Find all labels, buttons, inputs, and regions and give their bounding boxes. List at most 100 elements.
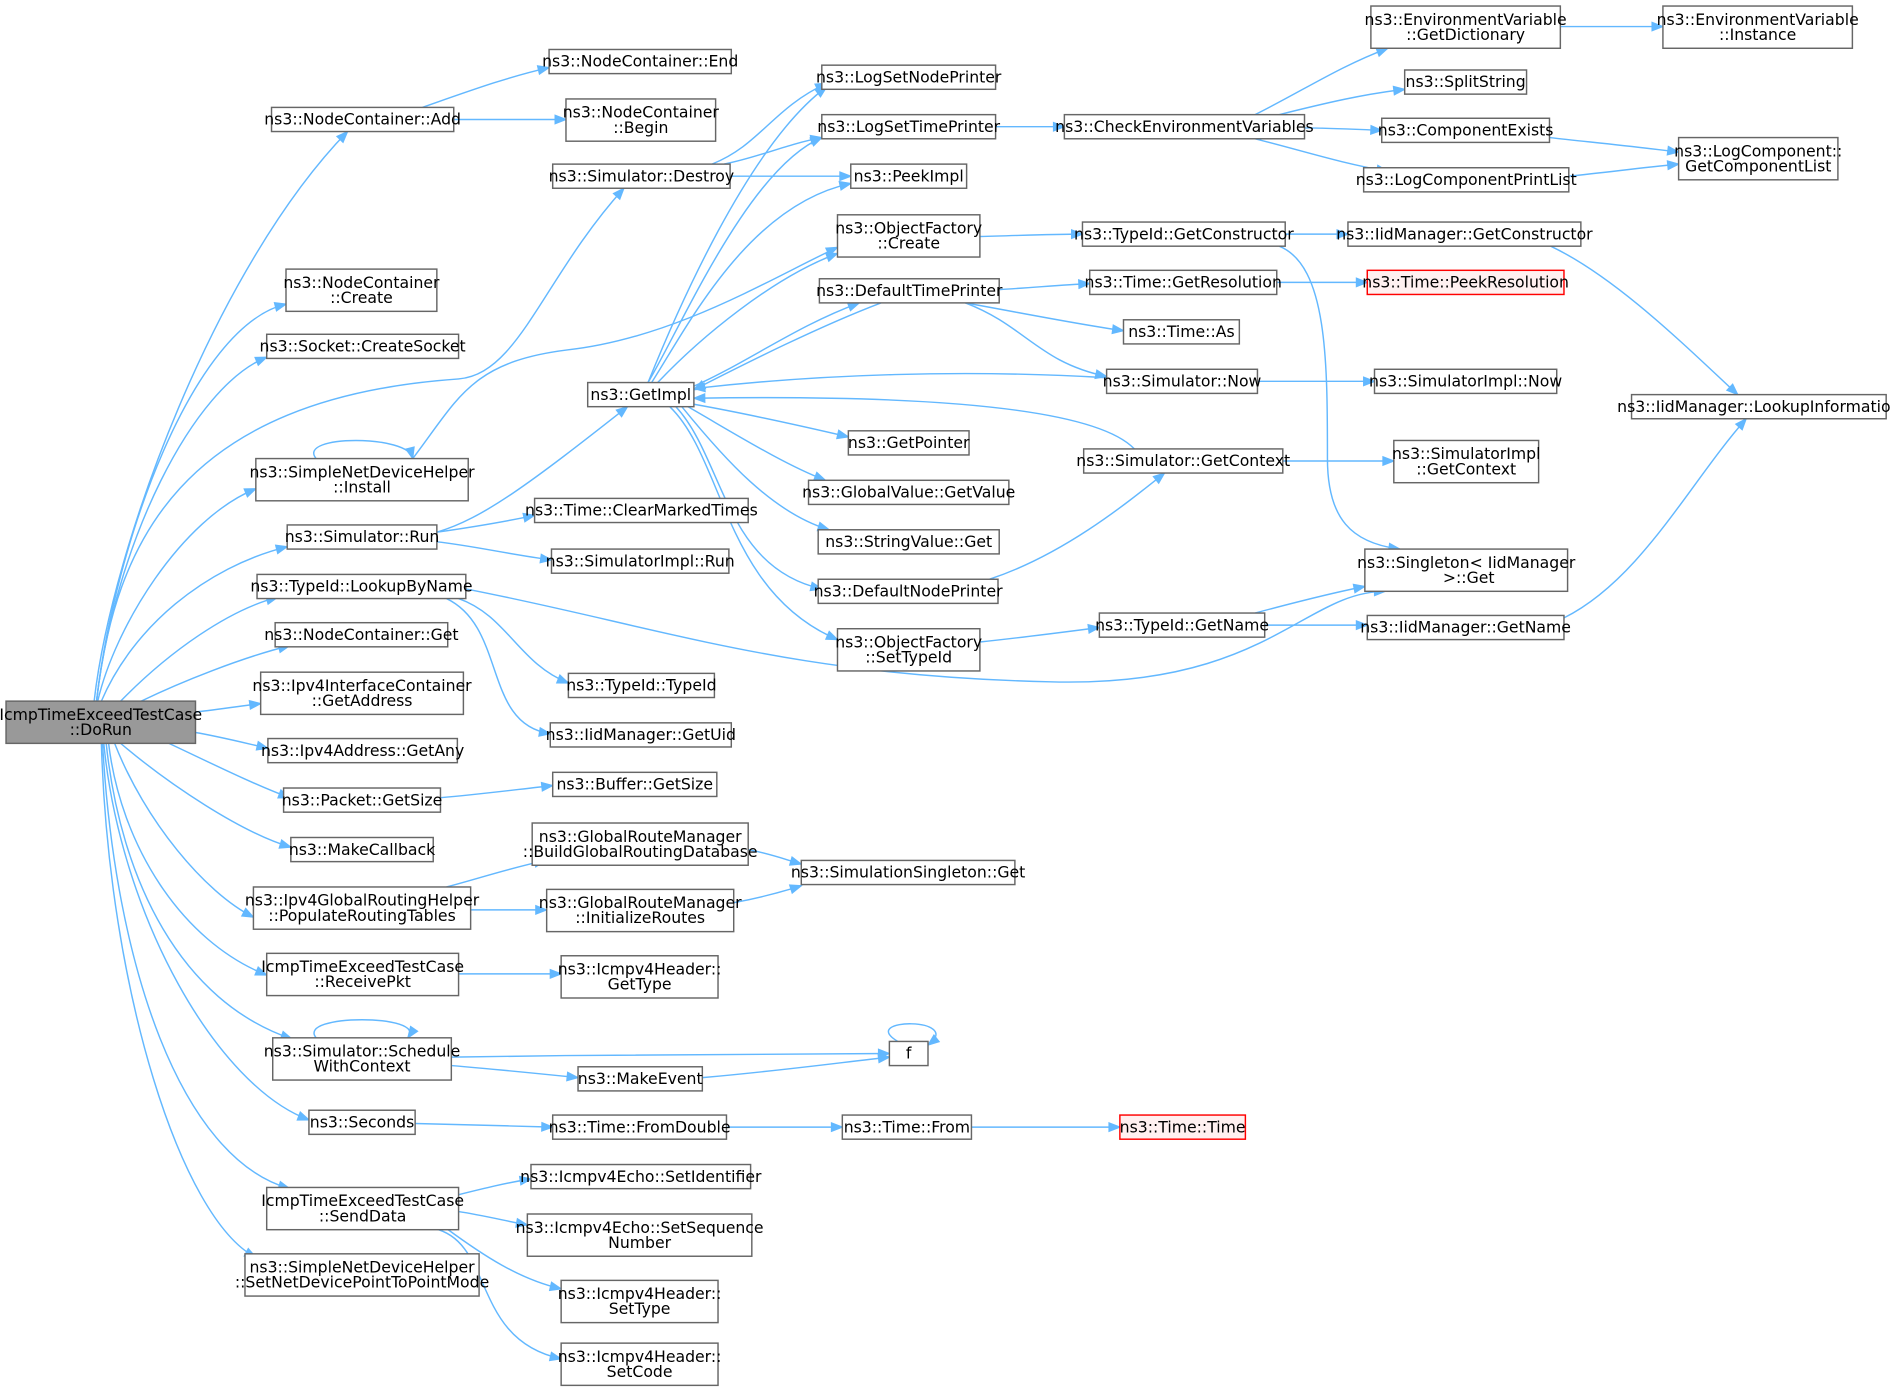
node-makecallback[interactable]: ns3::MakeCallback (289, 836, 436, 863)
node-logcomp-getlist[interactable]: ns3::LogComponent::GetComponentList (1674, 136, 1842, 181)
node-iidmgr-getname[interactable]: ns3::IidManager::GetName (1360, 614, 1571, 641)
node-sim-destroy[interactable]: ns3::Simulator::Destroy (549, 163, 735, 189)
node-label: ::GetContext (1416, 459, 1516, 478)
edge-line (313, 439, 414, 460)
edge-seconds-to-time_fromdouble (415, 1121, 555, 1132)
node-splitstring[interactable]: ns3::SplitString (1403, 69, 1528, 95)
edge-line (1254, 138, 1388, 173)
node-nc-get[interactable]: ns3::NodeContainer::Get (264, 621, 459, 648)
node-ipv4addr-any[interactable]: ns3::Ipv4Address::GetAny (261, 737, 464, 764)
node-default-timeprinter[interactable]: ns3::DefaultTimePrinter (816, 278, 1003, 304)
node-time-peekres[interactable]: ns3::Time::PeekResolution (1362, 269, 1569, 296)
node-sock-create[interactable]: ns3::Socket::CreateSocket (260, 333, 466, 360)
edge-f-to-f (887, 1023, 941, 1047)
node-nc-begin[interactable]: ns3::NodeContainer::Begin (563, 98, 720, 142)
node-makeevent[interactable]: ns3::MakeEvent (577, 1066, 704, 1092)
node-time-time[interactable]: ns3::Time::Time (1119, 1114, 1247, 1140)
node-nc-create[interactable]: ns3::NodeContainer::Create (283, 268, 440, 313)
node-root[interactable]: IcmpTimeExceedTestCase::DoRun (0, 700, 202, 745)
node-time-getres[interactable]: ns3::Time::GetResolution (1085, 269, 1282, 296)
node-typeid-lookup[interactable]: ns3::TypeId::LookupByName (250, 573, 472, 600)
node-gv-getvalue[interactable]: ns3::GlobalValue::GetValue (802, 479, 1015, 506)
edge-line (693, 372, 1107, 390)
edge-line (446, 1227, 562, 1290)
node-iidmgr-lookupinfo[interactable]: ns3::IidManager::LookupInformation (1617, 393, 1891, 420)
edge-line (1254, 585, 1365, 614)
node-simimpl-run[interactable]: ns3::SimulatorImpl::Run (546, 548, 735, 574)
arrowhead-icon (1355, 277, 1369, 288)
node-getpointer[interactable]: ns3::GetPointer (847, 430, 970, 456)
node-env-getdict[interactable]: ns3::EnvironmentVariable::GetDictionary (1365, 5, 1567, 49)
node-time-clearmarked[interactable]: ns3::Time::ClearMarkedTimes (525, 497, 758, 524)
node-typeid-ctor[interactable]: ns3::TypeId::TypeId (566, 672, 717, 699)
node-nc-end[interactable]: ns3::NodeContainer::End (542, 48, 738, 75)
node-label: SetType (609, 1299, 671, 1318)
node-logcomp-printlist[interactable]: ns3::LogComponentPrintList (1356, 167, 1577, 193)
node-objfac-create[interactable]: ns3::ObjectFactory::Create (835, 214, 982, 258)
node-iidmgr-getuid[interactable]: ns3::IidManager::GetUid (546, 722, 736, 748)
node-packet-getsize[interactable]: ns3::Packet::GetSize (282, 787, 443, 813)
node-sim-getcontext[interactable]: ns3::Simulator::GetContext (1076, 448, 1290, 474)
node-box (1122, 319, 1241, 345)
node-icmp4hdr-gettype[interactable]: ns3::Icmpv4Header::GetType (558, 955, 722, 999)
node-f[interactable]: f (888, 1040, 929, 1067)
node-box (550, 548, 730, 574)
node-senddata[interactable]: IcmpTimeExceedTestCase::SendData (261, 1186, 464, 1231)
node-typeid-getctor[interactable]: ns3::TypeId::GetConstructor (1074, 221, 1294, 247)
edge-line (458, 597, 569, 684)
node-typeid-getname[interactable]: ns3::TypeId::GetName (1095, 612, 1269, 638)
node-echo-setid[interactable]: ns3::Icmpv4Echo::SetIdentifier (520, 1163, 762, 1190)
edge-line (681, 406, 830, 531)
node-simsingleton-get[interactable]: ns3::SimulationSingleton::Get (791, 859, 1025, 886)
node-icmp4hdr-settype[interactable]: ns3::Icmpv4Header::SetType (558, 1279, 722, 1324)
node-sndh-setp2p[interactable]: ns3::SimpleNetDeviceHelper::SetNetDevice… (235, 1253, 489, 1297)
node-time-as[interactable]: ns3::Time::As (1122, 319, 1241, 345)
arrowhead-icon (836, 429, 850, 440)
node-ipv4grh-populate[interactable]: ns3::Ipv4GlobalRoutingHelper::PopulateRo… (245, 886, 480, 930)
node-default-nodeprinter[interactable]: ns3::DefaultNodePrinter (814, 578, 1003, 605)
node-nc-add[interactable]: ns3::NodeContainer::Add (264, 106, 461, 133)
node-simimpl-getcontext[interactable]: ns3::SimulatorImpl::GetContext (1392, 439, 1540, 484)
node-label: ::DoRun (70, 720, 132, 739)
edge-objfac_settypeid-to-typeid_getname (979, 623, 1102, 643)
node-sndh-install[interactable]: ns3::SimpleNetDeviceHelper::Install (249, 457, 475, 502)
node-seconds[interactable]: ns3::Seconds (308, 1109, 416, 1136)
node-log-setnode[interactable]: ns3::LogSetNodePrinter (816, 64, 1002, 91)
node-grm-build[interactable]: ns3::GlobalRouteManager::BuildGlobalRout… (523, 822, 758, 866)
node-box (531, 822, 749, 866)
node-box (265, 1186, 460, 1231)
node-ipv4ic-getaddr[interactable]: ns3::Ipv4InterfaceContainer::GetAddress (252, 671, 472, 716)
node-box (1098, 612, 1266, 638)
node-label: ns3::SimulatorImpl (1392, 444, 1540, 463)
node-buffer-getsize[interactable]: ns3::Buffer::GetSize (551, 771, 718, 798)
node-getimpl[interactable]: ns3::GetImpl (586, 381, 695, 408)
edge-line (1278, 245, 1400, 550)
node-check-env[interactable]: ns3::CheckEnvironmentVariables (1055, 113, 1314, 140)
node-sv-get[interactable]: ns3::StringValue::Get (817, 529, 1000, 555)
node-icmp4hdr-setcode[interactable]: ns3::Icmpv4Header::SetCode (558, 1342, 722, 1387)
node-peekimpl[interactable]: ns3::PeekImpl (850, 163, 968, 189)
node-box (800, 859, 1016, 886)
node-simimpl-now[interactable]: ns3::SimulatorImpl::Now (1369, 368, 1562, 395)
node-box (549, 722, 733, 748)
node-grm-init[interactable]: ns3::GlobalRouteManager::InitializeRoute… (539, 888, 742, 933)
node-time-fromdouble[interactable]: ns3::Time::FromDouble (549, 1114, 731, 1140)
node-label: ns3::DefaultNodePrinter (814, 582, 1003, 601)
node-iidmgr-getctor[interactable]: ns3::IidManager::GetConstructor (1336, 221, 1593, 247)
node-label: ns3::Icmpv4Echo::SetSequence (516, 1218, 764, 1237)
node-time-from[interactable]: ns3::Time::From (841, 1114, 973, 1140)
edge-line (446, 859, 546, 888)
arrowhead-icon (538, 726, 552, 737)
node-log-settime[interactable]: ns3::LogSetTimePrinter (817, 113, 1001, 140)
node-env-instance[interactable]: ns3::EnvironmentVariable::Instance (1657, 5, 1859, 49)
node-sim-run[interactable]: ns3::Simulator::Run (285, 524, 440, 550)
node-recvpkt[interactable]: IcmpTimeExceedTestCase::ReceivePkt (261, 952, 464, 997)
arrowhead-icon (1352, 583, 1367, 594)
edge-time_fromdouble-to-time_from (726, 1122, 844, 1133)
node-singleton-get[interactable]: ns3::Singleton< IidManager >::Get (1357, 548, 1576, 593)
node-objfac-settypeid[interactable]: ns3::ObjectFactory::SetTypeId (835, 628, 982, 672)
node-compexists[interactable]: ns3::ComponentExists (1378, 117, 1554, 144)
node-sim-now[interactable]: ns3::Simulator::Now (1103, 368, 1262, 395)
